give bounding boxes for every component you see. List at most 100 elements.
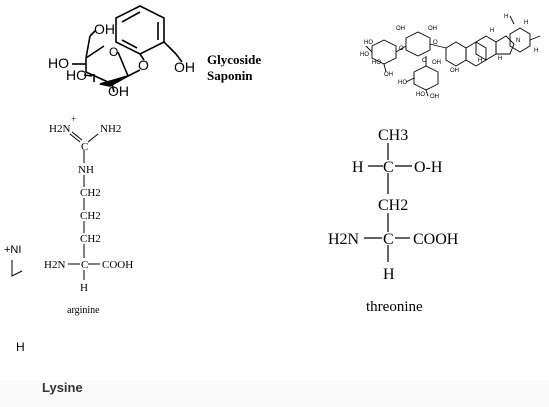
sugar-oh-bond <box>111 83 115 93</box>
sugar-ring-bond <box>117 51 129 77</box>
sugar-oh-bond <box>83 74 93 77</box>
oh-bond <box>405 77 415 83</box>
glycoside-caption: Glycoside Saponin <box>207 52 261 83</box>
atom-h2n: H2N <box>49 123 70 135</box>
atom-nh2: NH2 <box>100 123 121 135</box>
bond <box>87 133 99 143</box>
atom-c: C <box>383 231 394 248</box>
atom-label: H <box>524 20 528 26</box>
atom-oh: OH <box>94 21 115 37</box>
benzene-inner-bond <box>121 39 138 49</box>
atom-ho: HO <box>66 67 87 83</box>
oh-bond <box>425 89 429 97</box>
atom-h: H <box>352 159 364 176</box>
atom-label: OH <box>396 26 405 32</box>
glycoside-structure <box>72 5 183 93</box>
atom-c: C <box>81 141 88 153</box>
atom-label: H <box>504 14 508 20</box>
lysine-h: H <box>16 340 25 354</box>
atom-nh: NH <box>78 164 94 176</box>
atom-label: HO <box>360 52 369 58</box>
sugar-ch2-bond <box>85 35 91 59</box>
arginine-atoms: H2N + NH2 C NH CH2 CH2 CH2 H2N C COOH H … <box>44 114 133 316</box>
atom-label: HO <box>416 92 425 98</box>
threonine-bonds <box>364 143 412 262</box>
glycosidic-bond <box>429 43 447 49</box>
lysine-label: Lysine <box>42 380 83 395</box>
double-bond <box>71 131 83 141</box>
arginine-bonds <box>68 131 100 280</box>
lysine-ammonium: +NI <box>4 244 21 256</box>
atom-label: O <box>399 46 404 52</box>
wedge-bond <box>99 75 129 87</box>
atom-label: H <box>490 28 494 34</box>
glycosidic-bond <box>127 69 141 77</box>
saponin-label: Saponin <box>207 68 253 83</box>
glycosidic-bond <box>395 45 407 53</box>
atom-h: H <box>80 282 88 294</box>
steroid-ring-d <box>495 35 515 55</box>
atom-oh: OH <box>174 59 195 75</box>
atom-label: OH <box>450 68 459 74</box>
atom-charge: + <box>71 114 76 124</box>
benzene-ring <box>115 5 165 55</box>
pyrrolidine-ring <box>509 27 531 53</box>
atom-cooh: COOH <box>413 231 459 248</box>
sugar-ring-bond <box>85 45 105 59</box>
atom-label: H <box>498 56 502 62</box>
atom-ch2: CH2 <box>80 187 101 199</box>
atom-c: C <box>383 159 394 176</box>
atom-label: N <box>516 38 520 44</box>
benzene-inner-bond <box>121 11 141 23</box>
atom-label: OH <box>432 60 441 66</box>
atom-c: C <box>81 259 88 271</box>
atom-o: O <box>109 45 118 59</box>
atom-label: HO <box>364 40 373 46</box>
glycoside-atoms: OH HO HO OH O O OH <box>48 21 195 99</box>
atom-label: OH <box>428 26 437 32</box>
alkaloid-bond <box>509 15 515 25</box>
steroid-ring-a <box>445 41 467 67</box>
glycosidic-bond <box>139 53 145 61</box>
sugar-ch2-bond <box>89 29 97 37</box>
bond <box>69 133 81 143</box>
atom-oh: O-H <box>414 159 443 176</box>
atom-cooh: COOH <box>102 259 133 271</box>
atom-label: H <box>534 48 538 54</box>
threonine-atoms: CH3 H C O-H CH2 H2N C COOH H threonine <box>328 127 459 315</box>
sugar-ring-bond <box>85 71 109 83</box>
arginine-label: arginine <box>67 305 100 316</box>
atom-ch2: CH2 <box>80 210 101 222</box>
atom-label: OH <box>430 94 439 100</box>
oh-bond <box>383 63 387 73</box>
atom-h: H <box>383 266 395 283</box>
atom-h2n: H2N <box>328 231 360 248</box>
atom-ch2: CH2 <box>80 233 101 245</box>
alkaloid-bond <box>529 35 541 41</box>
lysine-fragment: +NI H Lysine <box>4 244 83 395</box>
atom-label: OH <box>384 72 393 78</box>
oh-bond <box>365 45 373 53</box>
sugar-ring <box>413 65 439 91</box>
atom-h2n: H2N <box>44 259 65 271</box>
atom-oh: OH <box>108 83 129 99</box>
atom-o: O <box>138 57 149 73</box>
threonine-label: threonine <box>366 299 423 315</box>
sugar-ring <box>371 39 397 65</box>
glycoside-label: Glycoside <box>207 52 261 67</box>
atom-label: O <box>422 58 427 64</box>
atom-ch2: CH2 <box>378 197 408 214</box>
lysine-label-band <box>0 380 549 407</box>
atom-label: H <box>478 58 482 64</box>
atom-label: O <box>433 40 438 46</box>
ch2oh-bond <box>175 53 183 63</box>
atom-label: HO <box>398 80 407 86</box>
saponin-structure <box>365 15 541 97</box>
ch2oh-bond <box>163 41 177 55</box>
atom-label: HO <box>372 60 381 66</box>
lysine-bond <box>11 260 23 277</box>
saponin-atoms: HO OH OH OH HO HO OH HO HO OH H H H N H … <box>360 14 538 100</box>
atom-ch3: CH3 <box>378 127 408 144</box>
atom-ho: HO <box>48 55 69 71</box>
